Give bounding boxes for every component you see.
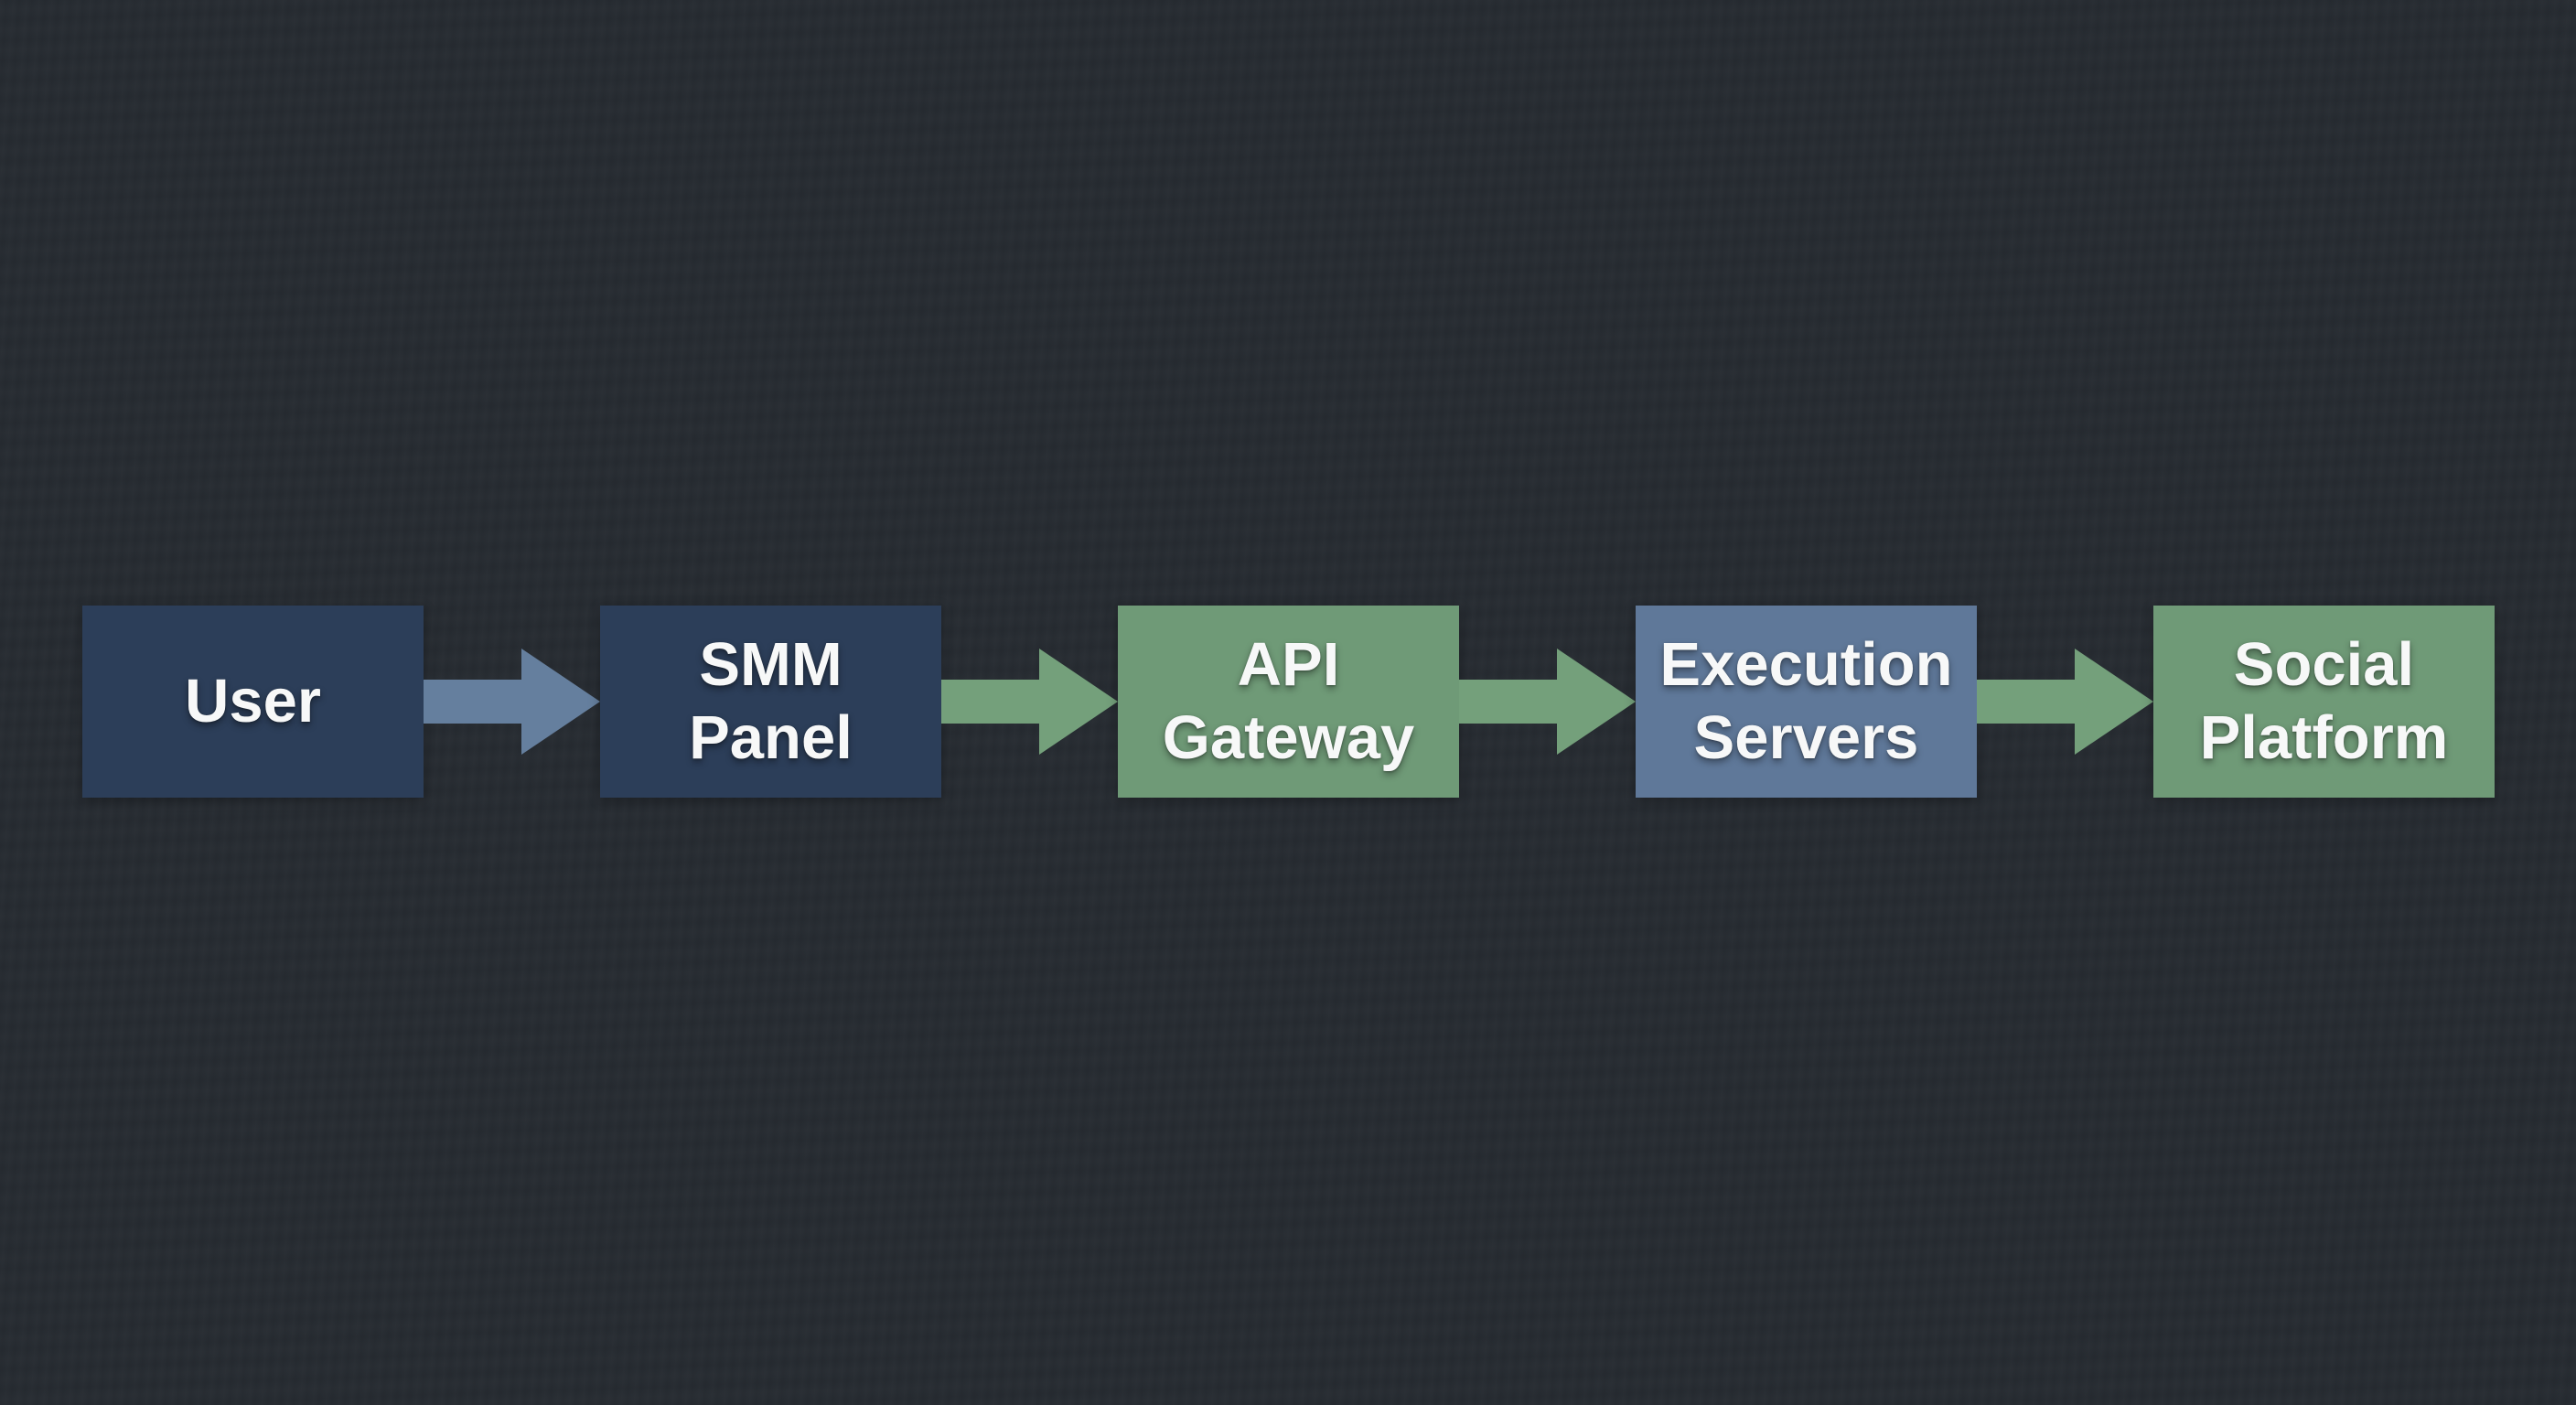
- node-api-gateway: API Gateway: [1118, 606, 1459, 798]
- arrow-execution-servers-to-social-platform: [1977, 649, 2153, 755]
- arrow-shape: [1977, 649, 2153, 755]
- arrow-api-gateway-to-execution-servers: [1459, 649, 1636, 755]
- node-smm-panel: SMM Panel: [600, 606, 941, 798]
- node-execution-servers: Execution Servers: [1636, 606, 1977, 798]
- flow-diagram: User SMM Panel API Gateway Execution Ser…: [82, 606, 2495, 798]
- arrow-shape: [941, 649, 1118, 755]
- arrow-user-to-smm-panel: [424, 649, 600, 755]
- node-user: User: [82, 606, 424, 798]
- arrow-shape: [1459, 649, 1636, 755]
- arrow-smm-panel-to-api-gateway: [941, 649, 1118, 755]
- node-social-platform: Social Platform: [2153, 606, 2495, 798]
- arrow-shape: [424, 649, 600, 755]
